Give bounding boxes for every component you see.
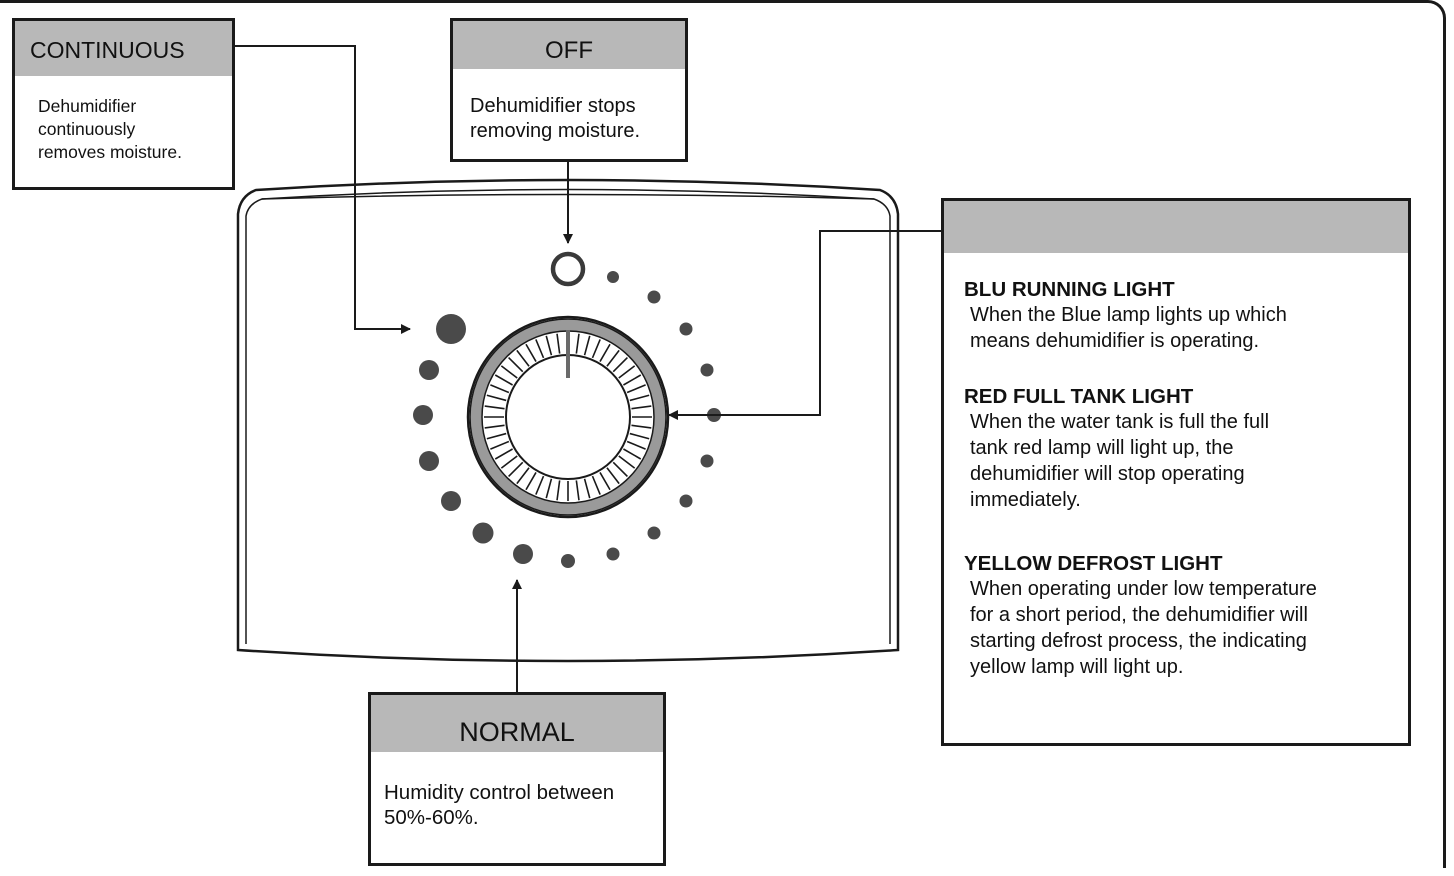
humidity-dot-icon — [679, 322, 693, 336]
leader-lines — [235, 45, 941, 692]
grip-rib — [508, 461, 524, 477]
humidity-scale-dots — [413, 271, 721, 568]
callout-normal-title: NORMAL — [371, 695, 663, 752]
grip-rib — [486, 432, 507, 440]
humidity-dot-icon — [647, 290, 661, 304]
humidity-dot-icon — [419, 451, 439, 471]
humidity-dot-icon — [472, 522, 494, 544]
grip-rib — [612, 357, 628, 373]
humidity-dot-icon — [700, 454, 714, 468]
grip-rib — [626, 384, 646, 394]
yellow-light-title: YELLOW DEFROST LIGHT — [964, 552, 1223, 575]
grip-rib — [535, 339, 545, 359]
humidity-dot-icon — [419, 360, 439, 380]
callout-continuous: CONTINUOUS Dehumidifier continuously rem… — [12, 18, 235, 190]
humidity-dot-icon — [561, 554, 575, 568]
grip-rib — [545, 478, 553, 499]
grip-rib — [606, 349, 620, 367]
red-light-text: When the water tank is full the full tan… — [970, 411, 1270, 511]
grip-rib — [484, 405, 505, 410]
callout-lights-header — [944, 201, 1408, 253]
callout-off-title: OFF — [453, 21, 685, 69]
callout-continuous-title: CONTINUOUS — [15, 21, 232, 76]
blue-running-light-section: BLU RUNNING LIGHT When the Blue lamp lig… — [964, 277, 1396, 354]
callout-continuous-text: Dehumidifier continuously removes moistu… — [38, 96, 182, 162]
humidity-dot-icon — [700, 363, 714, 377]
grip-rib — [494, 448, 513, 460]
grip-rib — [525, 472, 537, 491]
humidity-dot-icon — [513, 544, 533, 564]
grip-rib — [545, 335, 553, 356]
lights-arrow — [668, 230, 941, 420]
grip-rib — [623, 374, 642, 386]
blue-light-title: BLU RUNNING LIGHT — [964, 278, 1175, 301]
grip-rib — [583, 478, 591, 499]
grip-rib — [516, 349, 530, 367]
grip-rib — [556, 480, 561, 501]
grip-rib — [575, 480, 580, 501]
grip-rib — [599, 472, 611, 491]
grip-rib — [618, 455, 636, 469]
humidity-knob[interactable] — [466, 315, 670, 519]
off-ring-icon — [550, 251, 586, 287]
yellow-light-text: When operating under low temperature for… — [970, 578, 1317, 678]
grip-rib — [556, 333, 561, 354]
humidity-dot-icon — [647, 526, 661, 540]
callout-off-text: Dehumidifier stops removing moisture. — [470, 95, 641, 142]
callout-lights-body: BLU RUNNING LIGHT When the Blue lamp lig… — [944, 253, 1408, 680]
humidity-dot-icon — [606, 547, 620, 561]
grip-rib — [623, 448, 642, 460]
humidity-dot-icon — [607, 271, 619, 283]
red-light-title: RED FULL TANK LIGHT — [964, 385, 1194, 408]
grip-rib — [618, 365, 636, 379]
blue-light-text: When the Blue lamp lights up which means… — [970, 304, 1287, 352]
callout-indicator-lights: BLU RUNNING LIGHT When the Blue lamp lig… — [941, 198, 1411, 746]
grip-rib — [516, 467, 530, 485]
grip-rib — [599, 343, 611, 362]
grip-rib — [626, 440, 646, 450]
grip-rib — [612, 461, 628, 477]
grip-rib — [500, 455, 518, 469]
humidity-dot-icon — [441, 491, 461, 511]
grip-rib — [629, 432, 650, 440]
grip-rib — [500, 365, 518, 379]
grip-rib — [631, 424, 652, 429]
grip-rib — [535, 475, 545, 495]
grip-rib — [575, 333, 580, 354]
callout-normal: NORMAL Humidity control between 50%-60%. — [368, 692, 666, 866]
grip-rib — [494, 374, 513, 386]
red-full-tank-light-section: RED FULL TANK LIGHT When the water tank … — [964, 384, 1396, 513]
grip-rib — [591, 339, 601, 359]
humidity-dot-icon — [413, 405, 433, 425]
yellow-defrost-light-section: YELLOW DEFROST LIGHT When operating unde… — [964, 551, 1396, 680]
callout-normal-text: Humidity control between 50%-60%. — [384, 781, 615, 829]
grip-rib — [490, 440, 510, 450]
grip-rib — [525, 343, 537, 362]
grip-rib — [583, 335, 591, 356]
callout-off: OFF Dehumidifier stops removing moisture… — [450, 18, 688, 162]
grip-rib — [484, 424, 505, 429]
grip-rib — [508, 357, 524, 373]
grip-rib — [490, 384, 510, 394]
grip-rib — [606, 467, 620, 485]
grip-rib — [591, 475, 601, 495]
grip-rib — [486, 394, 507, 402]
grip-rib — [629, 394, 650, 402]
continuous-arrow — [235, 45, 411, 334]
humidity-dot-icon — [436, 314, 466, 344]
humidity-dot-icon — [679, 494, 693, 508]
grip-rib — [631, 405, 652, 410]
